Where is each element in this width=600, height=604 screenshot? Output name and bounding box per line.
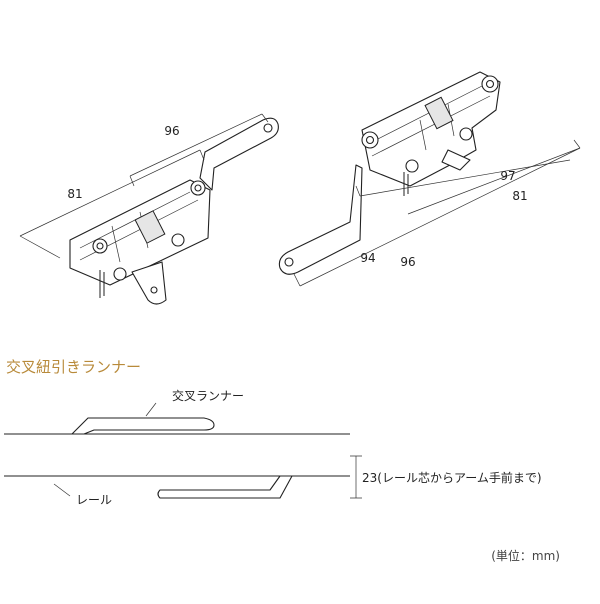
left-dim-extensions bbox=[19, 113, 269, 259]
left-wheel-front-hub bbox=[96, 242, 104, 250]
right-dimension-lines: 97 81 94 96 bbox=[293, 139, 581, 287]
right-wheel-front-hub bbox=[365, 135, 375, 145]
left-hook-plate bbox=[131, 261, 167, 305]
left-hook-hole bbox=[150, 286, 158, 294]
unit-note: (単位：mm) bbox=[491, 548, 560, 563]
right-dim-97-line bbox=[359, 159, 571, 197]
right-dim-extensions bbox=[293, 139, 581, 287]
right-arm-hole bbox=[284, 257, 294, 267]
left-dim-96-label: 96 bbox=[164, 124, 179, 138]
rail-label: レール bbox=[76, 493, 112, 507]
dim-23-line bbox=[350, 455, 362, 499]
left-leg bbox=[99, 270, 105, 298]
right-hook bbox=[441, 149, 471, 171]
right-runner-arm bbox=[278, 164, 363, 275]
right-dim-97-label: 97 bbox=[500, 169, 515, 183]
right-dim-81-label: 81 bbox=[512, 189, 527, 203]
left-runner-drawing bbox=[69, 117, 279, 305]
right-dim-94-label: 94 bbox=[360, 251, 375, 265]
right-dim-81-line bbox=[407, 147, 581, 215]
right-runner-body bbox=[361, 71, 501, 187]
right-body-window bbox=[424, 96, 454, 130]
bottom-side-view: 交叉ランナー レール 23(レール芯からアーム手前まで) bbox=[4, 388, 542, 507]
right-nut-2 bbox=[405, 159, 419, 173]
left-wheel-rear-hub bbox=[194, 184, 202, 192]
section-title: 交叉紐引きランナー bbox=[6, 358, 141, 376]
right-wheel-rear-hub bbox=[485, 79, 495, 89]
left-dim-96-line bbox=[129, 113, 263, 177]
left-runner-arm bbox=[199, 117, 279, 191]
lower-runner-arm bbox=[157, 475, 293, 499]
left-arm-hole bbox=[263, 123, 273, 133]
right-runner-drawing bbox=[278, 71, 501, 275]
runner-leader-line bbox=[145, 402, 157, 417]
upper-runner-arm bbox=[71, 417, 215, 435]
runner-label: 交叉ランナー bbox=[172, 388, 244, 403]
left-dim-81-label: 81 bbox=[67, 187, 82, 201]
right-dim-96-label: 96 bbox=[400, 255, 415, 269]
dim-23-label: 23(レール芯からアーム手前まで) bbox=[362, 470, 542, 485]
right-leg bbox=[403, 172, 409, 196]
left-body-window bbox=[134, 210, 166, 244]
right-nut-1 bbox=[459, 127, 473, 141]
right-dim-outer-line bbox=[299, 147, 581, 287]
rail-leader-line bbox=[53, 483, 71, 497]
right-body-detail bbox=[371, 85, 491, 157]
left-dimension-lines: 96 81 bbox=[19, 113, 269, 259]
left-dim-81-line bbox=[19, 149, 201, 237]
left-nut-1 bbox=[171, 233, 185, 247]
left-runner-body bbox=[69, 179, 211, 286]
left-nut-2 bbox=[113, 267, 127, 281]
